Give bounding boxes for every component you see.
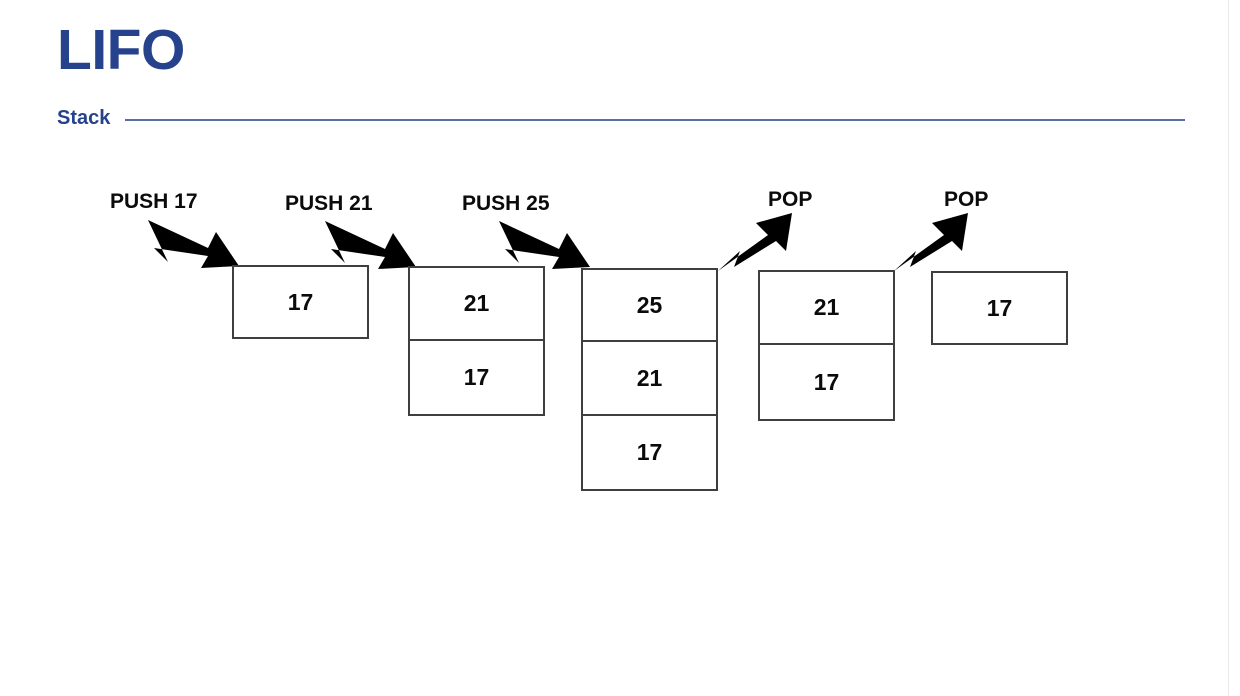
stack-cell[interactable]: 17 [758,345,895,421]
stack-cell-value: 25 [636,291,663,318]
stack-cell[interactable]: 21 [758,270,895,345]
stack-cell[interactable]: 21 [581,342,718,416]
stack-state-3: 25 21 17 [581,268,718,491]
slide-right-edge [1228,0,1229,696]
stack-cell-value: 21 [463,290,490,316]
stack-cell[interactable]: 17 [931,271,1068,345]
stack-state-1: 17 [232,265,369,339]
stack-cell-value: 21 [636,364,663,391]
stack-cell[interactable]: 17 [408,341,545,416]
stack-state-5: 17 [931,271,1068,345]
arrow-pop-1-icon [716,211,796,273]
op-label-push-21: PUSH 21 [285,192,373,215]
stack-cell[interactable]: 17 [232,265,369,339]
page-subtitle: Stack [57,107,111,129]
arrow-pop-2-icon [892,211,972,273]
subtitle-divider [125,119,1185,121]
stack-cell[interactable]: 25 [581,268,718,342]
op-label-push-17: PUSH 17 [110,190,198,213]
stack-cell-value: 17 [287,288,314,315]
arrow-push-17-icon [146,218,241,278]
op-label-pop-2: POP [944,188,989,211]
page-title: LIFO [57,18,185,82]
arrow-push-21-icon [323,219,418,279]
arrow-push-25-icon [497,219,592,279]
stack-cell-value: 17 [813,368,840,395]
stack-cell-value: 17 [636,439,663,465]
stack-state-2: 21 17 [408,266,545,416]
op-label-pop-1: POP [768,188,813,211]
stack-cell-value: 17 [463,364,490,390]
stack-state-4: 21 17 [758,270,895,421]
stack-cell-value: 21 [813,294,840,320]
stack-cell-value: 17 [986,294,1013,321]
stack-cell[interactable]: 21 [408,266,545,341]
op-label-push-25: PUSH 25 [462,192,550,215]
stack-cell[interactable]: 17 [581,416,718,491]
